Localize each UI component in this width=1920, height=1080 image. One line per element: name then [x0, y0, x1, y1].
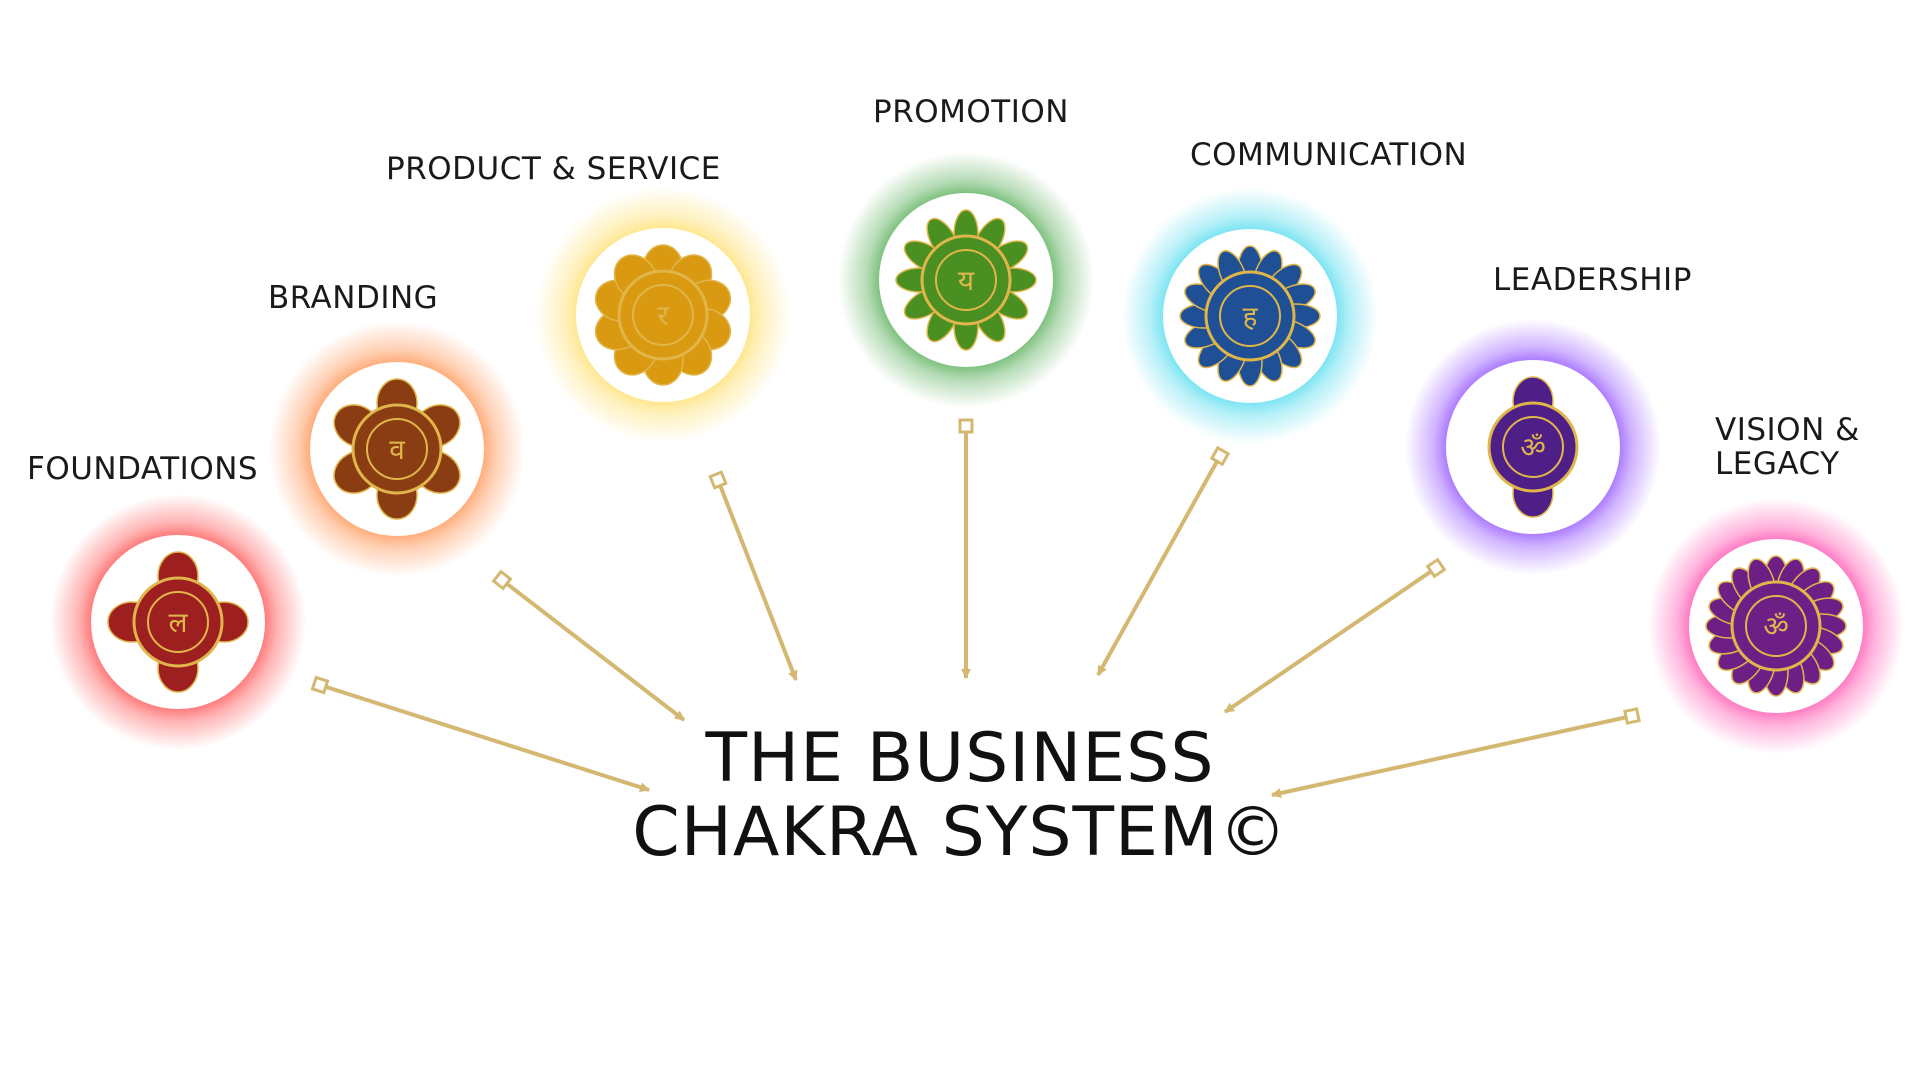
arrows — [310, 418, 1641, 798]
svg-text:ल: ल — [169, 606, 189, 639]
sacral-chakra-icon: व — [333, 378, 461, 520]
label-communication: COMMUNICATION — [1190, 137, 1468, 173]
arrow-product-service — [716, 479, 798, 681]
arrow-communication — [1096, 455, 1222, 676]
label-branding: BRANDING — [268, 280, 439, 316]
svg-text:ह: ह — [1243, 300, 1259, 333]
chakra-circles: ल व र य ह ॐ ॐ — [50, 152, 1904, 754]
svg-text:ॐ: ॐ — [1520, 431, 1546, 464]
label-leadership: LEADERSHIP — [1493, 262, 1692, 298]
chakra-7: ॐ — [1648, 498, 1904, 754]
chakra-5: ह — [1122, 188, 1378, 444]
third-eye-chakra-icon: ॐ — [1487, 376, 1579, 518]
arrow-foundations — [319, 683, 650, 793]
label-foundations: FOUNDATIONS — [27, 451, 259, 487]
svg-text:ॐ: ॐ — [1763, 610, 1789, 643]
arrow-communication-tail — [1209, 445, 1231, 467]
svg-text:व: व — [389, 433, 405, 466]
throat-chakra-icon: ह — [1179, 245, 1321, 387]
root-chakra-icon: ल — [107, 551, 249, 693]
chakra-2: व — [269, 321, 525, 577]
label-vision-legacy-line1: VISION & — [1715, 412, 1860, 448]
title-line-1: THE BUSINESS — [705, 719, 1215, 798]
chakra-4: य — [838, 152, 1094, 408]
arrow-product-service-tail — [708, 470, 728, 490]
heart-chakra-icon: य — [895, 209, 1037, 351]
svg-text:र: र — [657, 299, 669, 332]
label-vision-legacy-line2: LEGACY — [1715, 446, 1840, 482]
label-promotion: PROMOTION — [873, 94, 1069, 130]
arrow-foundations-tail — [310, 675, 330, 695]
arrow-vision-legacy — [1271, 714, 1633, 798]
crown-chakra-icon: ॐ — [1705, 555, 1847, 697]
chakra-1: ल — [50, 494, 306, 750]
label-product-service: PRODUCT & SERVICE — [386, 151, 721, 187]
svg-text:य: य — [958, 264, 975, 297]
arrow-vision-legacy-tail — [1623, 707, 1641, 725]
solar-plexus-chakra-icon: र — [594, 244, 732, 386]
label-vision-legacy: VISION & LEGACY — [1715, 413, 1860, 481]
arrow-branding — [500, 578, 686, 722]
arrow-promotion-tail — [958, 418, 974, 434]
arrow-leadership — [1223, 566, 1438, 714]
arrow-leadership-tail — [1425, 557, 1447, 579]
title-line-2: CHAKRA SYSTEM© — [632, 793, 1288, 872]
arrow-branding-tail — [491, 569, 513, 591]
diagram-title: THE BUSINESS CHAKRA SYSTEM© — [632, 722, 1287, 870]
chakra-6: ॐ — [1405, 319, 1661, 575]
chakra-3: र — [535, 187, 791, 443]
